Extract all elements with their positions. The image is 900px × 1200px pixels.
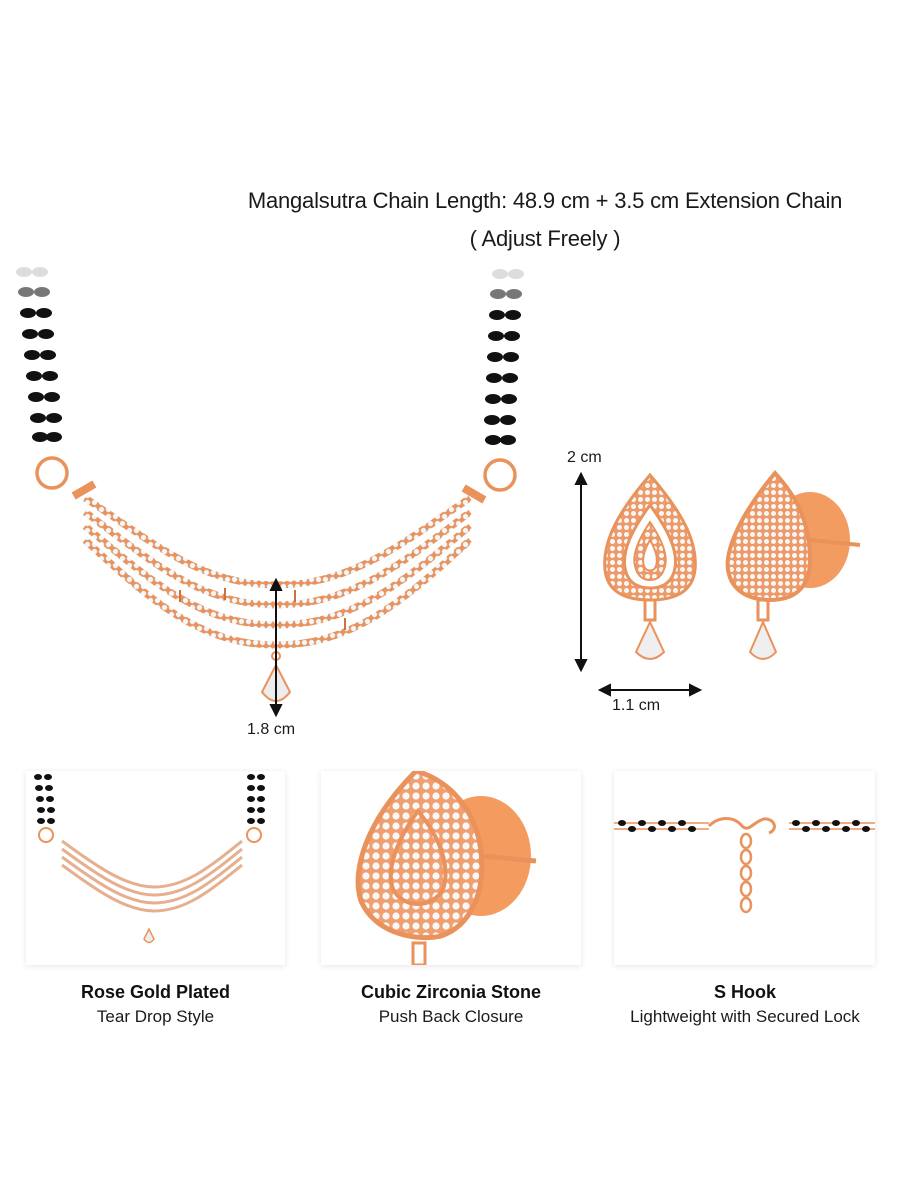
earrings-illustration — [574, 469, 861, 697]
earring-side — [725, 469, 861, 660]
feature-title: Cubic Zirconia Stone — [360, 982, 542, 1002]
left-bead-strand — [16, 267, 62, 442]
width-measure-arrow — [597, 683, 703, 697]
feature-caption-earring: Cubic Zirconia Stone Push Back Closure — [321, 980, 581, 1030]
earring-width-label: 1.1 cm — [612, 697, 661, 714]
feature-subtitle: Push Back Closure — [378, 1007, 524, 1026]
right-ring — [483, 458, 517, 492]
earring-closeup-icon — [355, 771, 537, 965]
drop-measure-arrow — [269, 577, 283, 718]
mangalsutra-necklace-image — [0, 240, 560, 720]
height-measure-arrow — [574, 471, 588, 673]
s-hook-clasp-icon — [614, 817, 875, 914]
right-bead-strand — [484, 269, 524, 445]
extension-chain — [739, 832, 753, 914]
necklace-illustration — [16, 267, 524, 718]
left-ring — [35, 456, 69, 490]
pendant-bands — [82, 495, 473, 649]
feature-card-earring — [321, 771, 581, 965]
feature-caption-s-hook: S Hook Lightweight with Secured Lock — [600, 980, 890, 1030]
necklace-thumbnail-icon — [34, 774, 265, 944]
chain-length-text: Mangalsutra Chain Length: 48.9 cm + 3.5 … — [247, 188, 843, 213]
s-hook-icon — [707, 817, 776, 835]
earring-front — [603, 472, 697, 660]
feature-title: S Hook — [713, 982, 776, 1002]
earrings-image — [560, 440, 900, 700]
feature-caption-necklace: Rose Gold Plated Tear Drop Style — [26, 980, 285, 1030]
chain-length-heading: Mangalsutra Chain Length: 48.9 cm + 3.5 … — [190, 182, 900, 258]
earring-height-label: 2 cm — [567, 449, 602, 466]
feature-subtitle: Tear Drop Style — [96, 1007, 215, 1026]
feature-card-s-hook — [614, 771, 875, 965]
feature-title: Rose Gold Plated — [80, 982, 231, 1002]
adjust-note: ( Adjust Freely ) — [469, 226, 621, 251]
feature-subtitle: Lightweight with Secured Lock — [630, 1007, 860, 1026]
pendant-drop-label: 1.8 cm — [247, 721, 296, 738]
feature-card-necklace — [26, 771, 285, 965]
band-connectors — [179, 588, 346, 630]
